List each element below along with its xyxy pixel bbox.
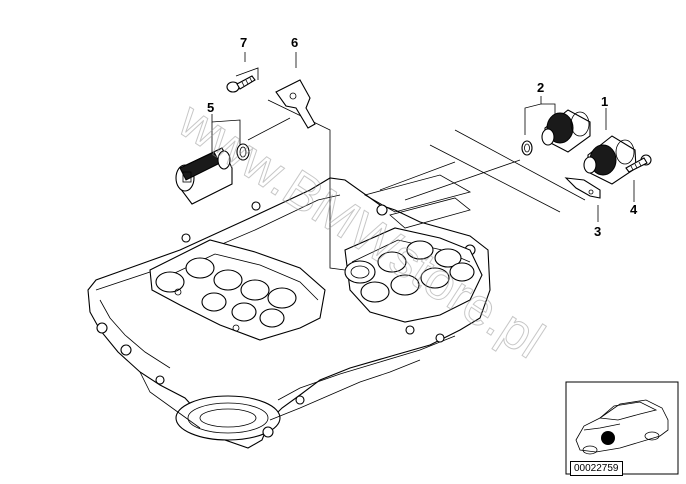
callout-7: 7 bbox=[240, 35, 247, 50]
solenoid-valve-illustration-5 bbox=[175, 147, 233, 205]
location-marker bbox=[601, 431, 615, 445]
diagram-number: 00022759 bbox=[570, 461, 623, 476]
callout-4: 4 bbox=[630, 202, 638, 217]
bracket-illustration bbox=[275, 79, 316, 129]
solenoid-valve-illustration-1 bbox=[583, 135, 637, 185]
leader-lines bbox=[211, 52, 635, 271]
callout-3: 3 bbox=[594, 224, 601, 239]
o-ring-illustration-2 bbox=[521, 140, 533, 156]
valve-body-illustration bbox=[87, 174, 491, 449]
solenoid-valve-illustration-2 bbox=[541, 109, 591, 153]
callout-6: 6 bbox=[291, 35, 298, 50]
car-location-thumbnail bbox=[565, 381, 679, 475]
callout-1: 1 bbox=[601, 94, 608, 109]
bolt-illustration bbox=[226, 75, 256, 93]
bolt-illustration-4 bbox=[625, 154, 652, 173]
callout-2: 2 bbox=[537, 80, 544, 95]
o-ring-illustration-5 bbox=[236, 143, 250, 161]
callout-5: 5 bbox=[207, 100, 214, 115]
clip-bracket-illustration bbox=[564, 177, 601, 199]
